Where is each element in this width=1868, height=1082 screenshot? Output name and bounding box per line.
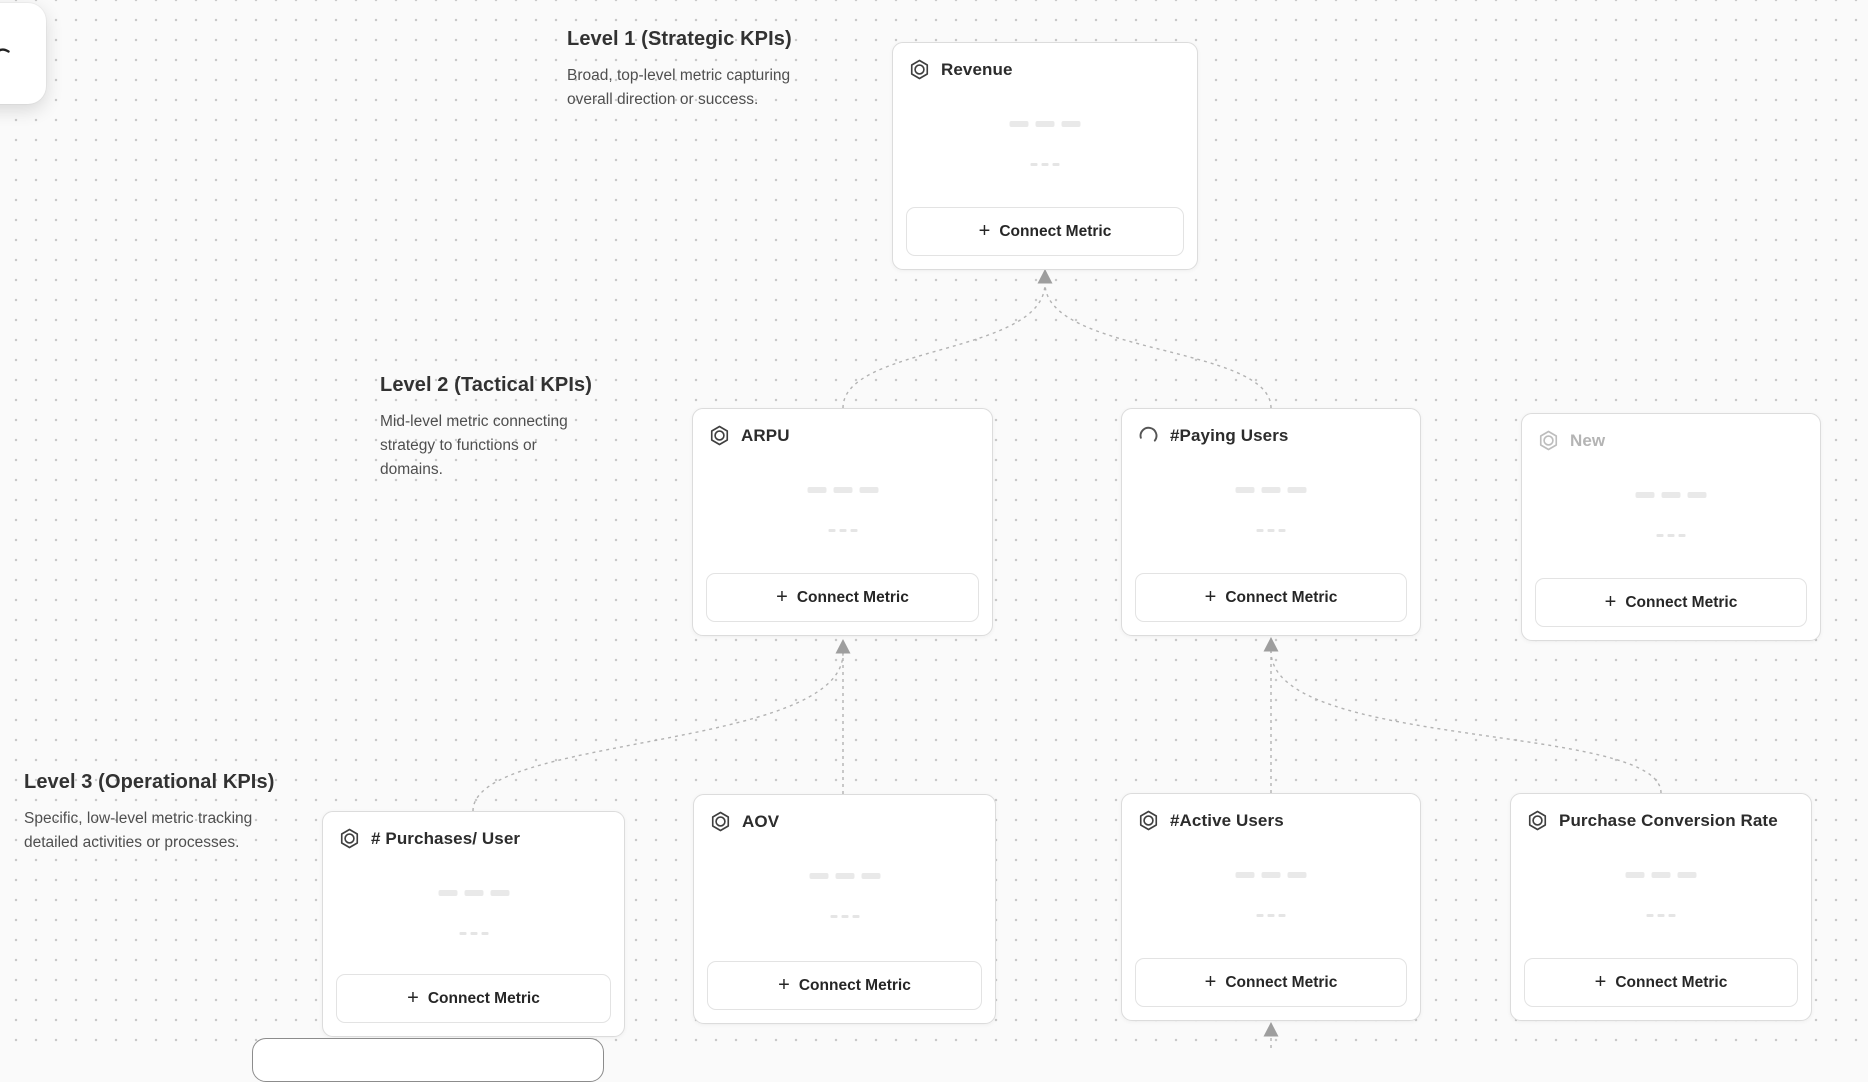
connect-metric-button[interactable]: + Connect Metric [906,207,1184,256]
metric-skeleton-dashes [830,915,859,918]
metric-hexagon-icon [1537,429,1560,452]
metric-skeleton-chips [1009,121,1081,127]
plus-icon: + [1204,585,1217,608]
connect-metric-button[interactable]: + Connect Metric [1535,578,1807,627]
metric-card-header: #Active Users [1122,794,1420,832]
connect-metric-button[interactable]: + Connect Metric [707,961,982,1010]
connect-metric-label: Connect Metric [796,588,909,606]
plus-icon: + [1204,970,1217,993]
metric-skeleton-chips [1635,492,1707,498]
metric-card-header: Purchase Conversion Rate [1511,794,1811,832]
metric-card-header: New [1522,414,1820,452]
connect-metric-button[interactable]: + Connect Metric [1135,573,1407,622]
metric-card-title: Purchase Conversion Rate [1559,810,1778,830]
cursor-tool-icon [0,45,10,64]
level-1-description: Broad, top-level metric capturing overal… [567,67,791,108]
metric-hexagon-icon [908,58,931,81]
level-2-description: Mid-level metric connecting strategy to … [380,413,568,478]
connect-metric-label: Connect Metric [1625,593,1738,611]
level-2-title: Level 2 (Tactical KPIs) [380,374,593,396]
plus-icon: + [407,986,419,1009]
plus-icon: + [978,219,991,242]
connect-metric-label: Connect Metric [427,989,540,1007]
metric-card[interactable]: ARPU + Connect Metric [692,408,993,636]
metric-card-title: Revenue [941,59,1013,79]
arrowhead-payingusers [1263,637,1279,652]
metric-card-header: Revenue [893,43,1197,81]
metric-card-header: # Purchases/ User [323,812,624,850]
connect-metric-label: Connect Metric [1225,588,1338,606]
level-3-description: Specific, low-level metric tracking deta… [24,810,253,851]
metric-card-title: ARPU [741,425,790,445]
level-2-label: Level 2 (Tactical KPIs) Mid-level metric… [380,374,600,482]
plus-icon: + [1594,970,1607,993]
metric-card[interactable]: Purchase Conversion Rate + Connect Metri… [1510,793,1812,1021]
metric-card[interactable]: Revenue + Connect Metric [892,42,1198,270]
connect-metric-label: Connect Metric [798,976,911,994]
arrowhead-arpu [835,639,851,654]
metric-skeleton-chips [1625,872,1697,878]
metric-card-partial[interactable] [252,1038,604,1082]
metric-skeleton-chips [807,487,878,493]
connect-metric-label: Connect Metric [999,222,1112,240]
connect-metric-button[interactable]: + Connect Metric [706,573,979,622]
metric-card[interactable]: New + Connect Metric [1521,413,1821,641]
metric-card-title: #Active Users [1170,810,1284,830]
plus-icon: + [1604,590,1617,613]
metric-card-title: # Purchases/ User [371,828,521,848]
loading-spinner-icon [1137,424,1160,447]
metric-hexagon-icon [338,827,361,850]
metric-skeleton-dashes [1656,534,1686,537]
connect-metric-button[interactable]: + Connect Metric [1524,958,1798,1007]
metric-skeleton-dashes [1646,914,1676,917]
metric-card-header: #Paying Users [1122,409,1420,447]
metric-skeleton-chips [1235,487,1307,493]
metric-card[interactable]: #Paying Users + Connect Metric [1121,408,1421,636]
metric-card-header: AOV [694,795,995,833]
metric-hexagon-icon [1526,809,1549,832]
plus-icon: + [778,973,790,996]
level-1-title: Level 1 (Strategic KPIs) [567,28,792,50]
edge-payingusers-to-revenue [1044,282,1272,409]
level-3-label: Level 3 (Operational KPIs) Specific, low… [24,771,286,855]
metric-skeleton-chips [438,890,509,896]
connect-metric-label: Connect Metric [1225,973,1338,991]
connect-metric-button[interactable]: + Connect Metric [1135,958,1407,1007]
plus-icon: + [776,585,788,608]
metric-hexagon-icon [709,810,732,833]
connect-metric-button[interactable]: + Connect Metric [336,974,611,1023]
metric-card-title: New [1570,430,1606,450]
arrowhead-activeusers [1263,1022,1279,1037]
metric-skeleton-dashes [1256,914,1286,917]
metric-skeleton-dashes [828,529,857,532]
metric-card[interactable]: # Purchases/ User + Connect Metric [322,811,625,1037]
edge-arpu-to-revenue [842,282,1046,409]
metric-hexagon-icon [1137,809,1160,832]
metric-hexagon-icon [708,424,731,447]
edge-purchases-to-arpu [472,652,844,812]
metric-skeleton-dashes [459,932,488,935]
level-3-title: Level 3 (Operational KPIs) [24,771,275,793]
floating-toolbar-panel[interactable] [0,3,46,104]
metric-card-title: #Paying Users [1170,425,1289,445]
metric-card[interactable]: AOV + Connect Metric [693,794,996,1024]
metric-card-title: AOV [742,811,780,831]
metric-skeleton-chips [1235,872,1307,878]
metric-card[interactable]: #Active Users + Connect Metric [1121,793,1421,1021]
edge-pcr-to-payingusers [1270,650,1662,794]
metric-skeleton-chips [809,873,880,879]
connect-metric-label: Connect Metric [1615,973,1728,991]
metric-skeleton-dashes [1030,163,1060,166]
metric-card-header: ARPU [693,409,992,447]
arrowhead-revenue [1037,269,1053,284]
level-1-label: Level 1 (Strategic KPIs) Broad, top-leve… [567,28,827,112]
metric-skeleton-dashes [1256,529,1286,532]
